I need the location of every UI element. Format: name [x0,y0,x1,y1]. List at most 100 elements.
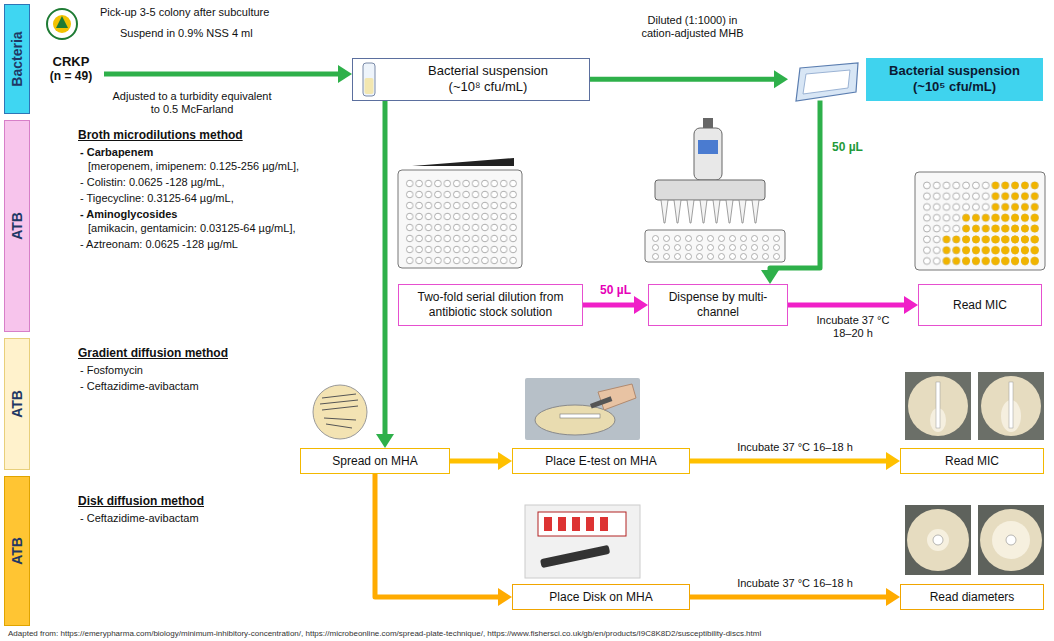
disk-dispenser [540,545,610,568]
arrow-line [690,459,889,464]
reservoir-well [803,70,850,94]
plate-frame [398,170,522,268]
hand [598,384,636,410]
drug-class: - Carbapenem [80,146,153,159]
streak-plate [313,385,367,439]
etest-photo [525,378,640,440]
node-text: Read MIC [945,454,999,469]
disk-result-plates [905,505,1044,575]
receiving-plate [645,230,785,262]
arrow-head [886,588,900,606]
section-band: ATB [4,120,30,332]
source-label: CRKP(n = 49) [38,46,104,90]
method-heading: Disk diffusion method [78,494,204,509]
pipette-manifold [655,180,765,200]
agar-plate [980,509,1042,571]
university-logo [47,9,77,39]
flow-arrow [761,101,820,285]
photo-background [905,505,971,575]
edge-label: 50 µL [598,283,633,298]
section-band: ATB [4,338,30,470]
source-footnote: Adapted from: https://emerypharma.com/bi… [8,629,761,639]
disk-cartridge-photo [525,505,640,578]
growth-wells [942,234,1040,266]
arrow-head [498,452,512,470]
logo-core [53,15,71,33]
cartridge [600,517,608,531]
drug-name: - Ceftazidime-avibactam [80,380,199,393]
node-text: Bacterial suspension (~10⁵ cfu/mL) [866,58,1043,101]
cartridge [572,517,580,531]
arrow-line [690,595,889,600]
reagent-reservoir [796,63,858,101]
band-title: ATB [9,212,25,240]
plate-wells [405,178,518,266]
arrow-head [498,588,512,606]
agar-plate [535,405,615,435]
node-text: CRKP [53,54,90,69]
drug-range: - Colistin: 0.0625 -128 µg/mL, [80,176,225,189]
flow-arrow [450,452,512,470]
method-heading: Broth microdilutions method [78,128,243,143]
inhibition-zone [992,521,1030,559]
inhibition-zone [927,529,949,551]
flow-arrow [690,452,900,470]
antibiotic-disk [1006,535,1016,545]
photo-background [905,372,971,440]
dilution-plate [398,158,522,268]
plate-frame [915,172,1045,270]
arrow-line [590,77,777,82]
edge-label: Diluted (1:1000) in cation-adjusted MHB [628,14,757,41]
flow-arrow [104,65,352,83]
drug-range: [amikacin, gentamicin: 0.03125-64 µg/mL]… [88,222,296,235]
step-box: Place Disk on MHA [512,584,690,610]
step-box: Read MIC [900,448,1044,474]
antibiotic-disk [933,535,943,545]
test-tube [363,63,375,96]
arrow-head [376,434,394,448]
arrow-line [104,72,341,77]
multichannel-pipette [645,118,785,262]
mic-plate [915,172,1045,270]
etest-strip [1009,382,1013,428]
edge-label: 50 µL [830,140,865,155]
plate-wells [922,180,1040,266]
node-text: Spread on MHA [332,454,417,469]
photo-background [978,372,1044,440]
step-box: Read MIC [918,284,1042,326]
section-band: Bacteria [4,4,30,114]
drug-range: - Aztreonam: 0.0625 -128 µg/mL [80,238,238,251]
annotation-text: Pick-up 3-5 colony after subculture [100,6,269,19]
pipette-display [698,140,718,154]
drug-class: - Aminoglycosides [80,208,177,221]
band-title: ATB [9,537,25,565]
annotation-text: Adjusted to a turbidity equivalent to 0.… [112,90,272,117]
flow-arrow [788,296,918,314]
flow-arrow [376,101,394,449]
flow-arrow [690,588,900,606]
tube-glass [363,63,375,96]
arrow-line [770,101,820,273]
gradient-wedge [412,158,514,166]
agar-plate [313,385,367,439]
arrow-head [904,296,918,314]
arrow-line [375,474,501,597]
drug-name: - Ceftazidime-avibactam [80,512,199,525]
node-text: Read MIC [953,298,1007,313]
etest-strip [936,382,940,428]
step-box: Dispense by multi-channel [648,284,788,326]
node-text: Place Disk on MHA [549,590,652,605]
suspension-box: Bacterial suspension (~10⁵ cfu/mL) [788,58,1043,101]
arrow-head [886,452,900,470]
logo-mark [56,16,68,28]
cartridge [544,517,552,531]
arrow-line [383,101,388,437]
node-text: Dispense by multi-channel [657,290,779,320]
drug-range: - Tigecycline: 0.3125-64 µg/mL, [80,192,234,205]
edge-label: Incubate 37 °C 18–20 h [806,314,900,341]
drug-range: [meropenem, imipenem: 0.125-256 µg/mL], [88,160,299,173]
arrow-line [583,303,637,308]
arrow-head [761,270,779,284]
section-band: ATB [4,476,30,626]
